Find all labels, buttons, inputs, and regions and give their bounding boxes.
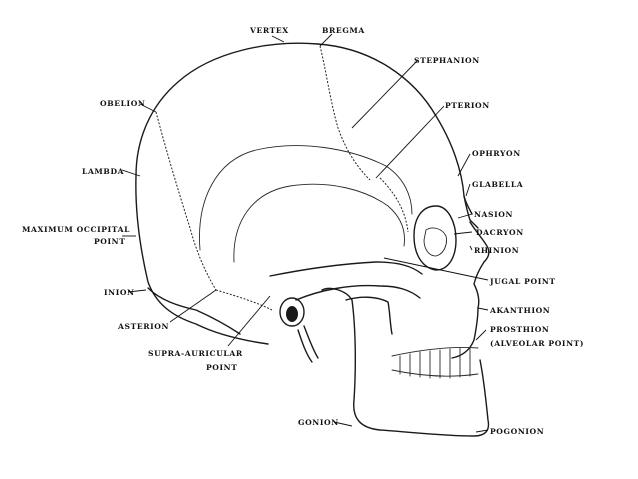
label-prosthion-line1: Prosthion	[490, 325, 549, 334]
label-supra-auricular-line1: Supra-auricular	[148, 349, 243, 358]
leader-lines	[121, 33, 489, 433]
label-dacryon: Dacryon	[476, 228, 524, 237]
label-vertex: Vertex	[249, 26, 289, 35]
label-inion: Inion	[104, 288, 135, 297]
label-maximum-occipital-line2: point	[94, 237, 125, 246]
label-akanthion: Akanthion	[489, 306, 550, 315]
label-jugal-point: Jugal point	[489, 277, 556, 286]
label-asterion: Asterion	[117, 322, 169, 331]
anatomical-labels: Vertex Bregma Stephanion Obelion Pterion…	[22, 26, 584, 436]
label-gonion: Gonion	[298, 418, 339, 427]
label-obelion: Obelion	[100, 99, 145, 108]
label-rhinion: Rhinion	[474, 246, 519, 255]
label-supra-auricular-line2: point	[206, 363, 237, 372]
label-nasion: Nasion	[474, 210, 513, 219]
label-prosthion-line2: (alveolar point)	[490, 339, 584, 348]
label-glabella: Glabella	[472, 180, 523, 189]
label-ophryon: Ophryon	[472, 149, 521, 158]
label-pogonion: Pogonion	[490, 427, 544, 436]
label-pterion: Pterion	[445, 101, 490, 110]
skull-outline	[135, 42, 490, 437]
label-bregma: Bregma	[322, 26, 365, 35]
cranial-sutures	[155, 45, 409, 311]
label-lambda: Lambda	[82, 167, 124, 176]
label-stephanion: Stephanion	[414, 56, 480, 65]
label-maximum-occipital-line1: Maximum occipital	[22, 225, 130, 234]
